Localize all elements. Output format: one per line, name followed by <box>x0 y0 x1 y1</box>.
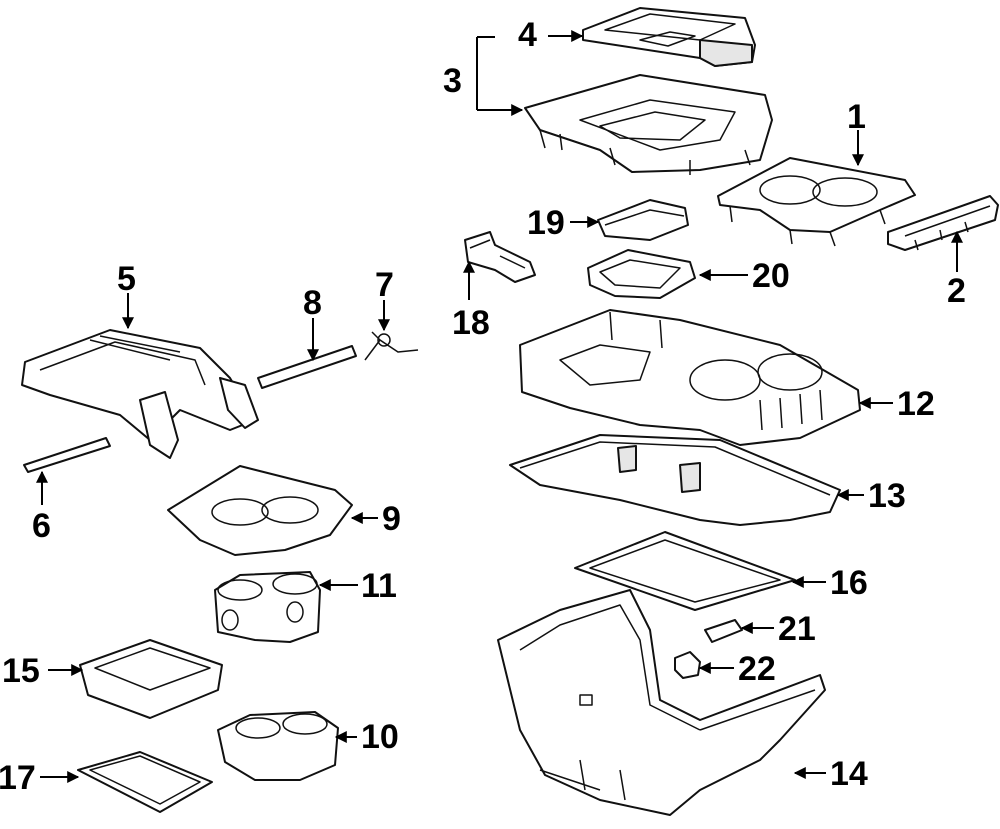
part-2-trim-strip <box>887 195 999 251</box>
callout-15: 15 <box>2 652 40 690</box>
callout-12: 12 <box>897 385 935 423</box>
callout-10: 10 <box>361 718 399 756</box>
part-17-mat <box>77 751 213 813</box>
part-20-bracket <box>587 249 696 299</box>
part-1-cupholder-bezel <box>717 157 916 247</box>
callout-4: 4 <box>518 16 537 54</box>
callout-7: 7 <box>375 266 394 304</box>
part-7-spring <box>364 331 419 361</box>
callout-5: 5 <box>117 260 136 298</box>
part-21-clip <box>704 619 743 643</box>
leader-lines <box>36 30 963 783</box>
callout-22: 22 <box>738 650 776 688</box>
part-8-hinge-pin <box>257 345 357 389</box>
part-6-rod <box>23 437 111 473</box>
callout-20: 20 <box>752 257 790 295</box>
callout-9: 9 <box>382 500 401 538</box>
part-13-trim-panel <box>509 434 841 526</box>
part-18-latch <box>464 231 536 283</box>
callout-6: 6 <box>32 507 51 545</box>
callout-16: 16 <box>830 564 868 602</box>
callout-13: 13 <box>868 477 906 515</box>
part-5-armrest-lid <box>21 329 259 459</box>
callout-1: 1 <box>847 98 866 136</box>
callout-2: 2 <box>947 272 966 310</box>
part-15-storage-bin <box>79 639 223 719</box>
part-3-storage-tray <box>524 74 773 175</box>
callout-11: 11 <box>361 567 397 605</box>
callout-17: 17 <box>0 759 36 797</box>
callout-3: 3 <box>443 62 462 100</box>
callout-19: 19 <box>527 204 565 242</box>
callout-numbers: 1 2 3 4 5 6 7 8 9 10 11 12 13 14 15 16 1… <box>0 16 966 797</box>
part-9-bezel <box>167 465 353 556</box>
part-22-grommet <box>674 651 701 679</box>
callout-8: 8 <box>303 284 322 322</box>
part-12-console-frame <box>519 309 861 446</box>
part-10-cupholder <box>217 711 339 781</box>
part-19-module <box>597 199 689 241</box>
callout-18: 18 <box>452 304 490 342</box>
callout-14: 14 <box>830 755 868 793</box>
part-14-console-housing <box>497 589 826 816</box>
part-11-cupholder-insert <box>214 571 321 643</box>
part-4-lid-insert <box>582 7 756 67</box>
callout-21: 21 <box>778 610 816 648</box>
